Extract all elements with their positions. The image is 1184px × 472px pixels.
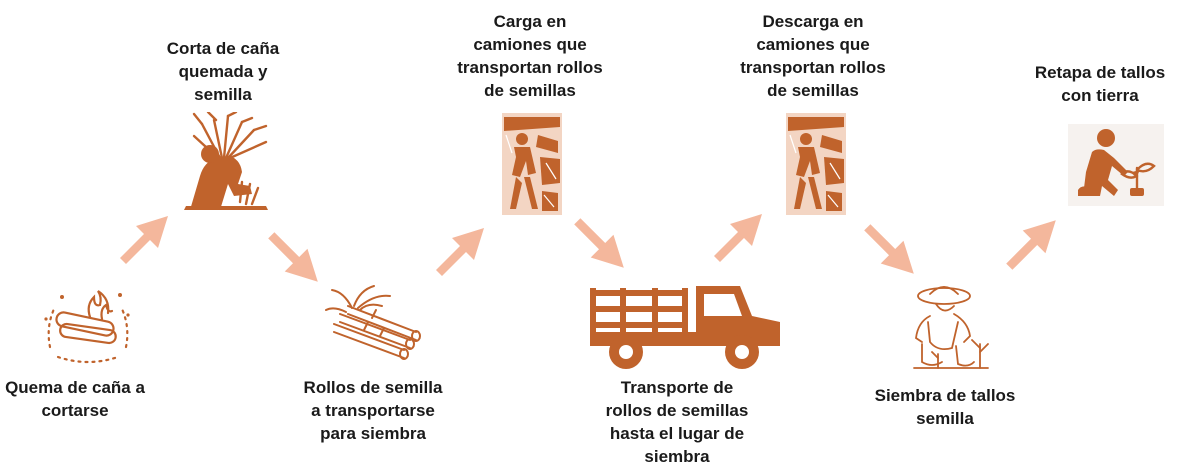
unloading-workers-icon (786, 113, 846, 215)
arrow-up-4 (1006, 220, 1056, 270)
truck-icon (590, 286, 780, 369)
planting-worker-icon (913, 286, 989, 369)
burning-cane-icon (44, 290, 130, 364)
step-6-label: Descarga en camiones que transportan rol… (740, 12, 886, 100)
loading-workers-icon (502, 113, 562, 215)
arrow-up-3 (714, 214, 762, 262)
step-3-label: Rollos de semilla a transportarse para s… (303, 378, 443, 443)
arrow-up-1 (120, 216, 168, 264)
arrow-down-1 (268, 232, 318, 282)
step-1-label: Quema de caña a cortarse (5, 378, 145, 420)
cane-bundle-icon (325, 285, 421, 360)
arrow-up-2 (436, 228, 484, 276)
step-8-label: Retapa de tallos con tierra (1034, 63, 1166, 105)
step-2-label: Corta de caña quemada y semilla (166, 39, 280, 104)
person-planting-icon (1068, 124, 1164, 206)
cutter-worker-icon (184, 112, 268, 210)
step-4-label: Carga en camiones que transportan rollos… (457, 12, 603, 100)
step-7-label: Siembra de tallos semilla (874, 386, 1016, 428)
arrow-down-2 (574, 218, 624, 268)
step-5-label: Transporte de rollos de semillas hasta e… (605, 378, 749, 466)
arrow-down-3 (864, 224, 914, 274)
